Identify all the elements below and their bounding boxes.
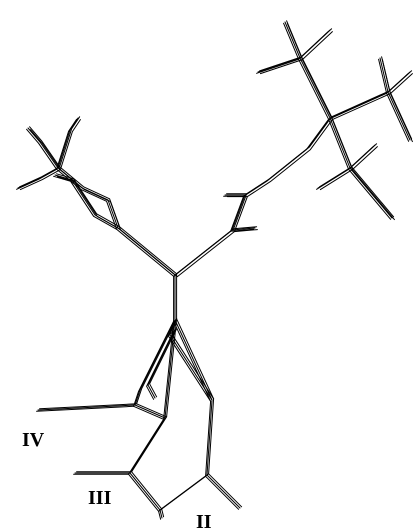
bond-line — [161, 508, 165, 518]
bond-line — [131, 403, 243, 510]
bond-line — [316, 168, 350, 190]
bond-line — [57, 117, 79, 169]
ring-labels: IV III II — [22, 429, 212, 532]
bond-line — [17, 167, 176, 276]
bond-line — [174, 319, 213, 476]
bond-line — [301, 31, 333, 61]
bond-line — [37, 404, 136, 411]
bond-line — [36, 405, 135, 412]
bond-line — [176, 70, 413, 275]
bond-line — [389, 93, 413, 143]
label-ii: II — [196, 511, 212, 532]
bond-line — [56, 176, 121, 231]
bond-line — [149, 328, 178, 398]
bond-line — [298, 30, 330, 60]
bond-line — [166, 318, 178, 418]
bond-line — [386, 92, 410, 142]
bond-line — [168, 320, 212, 402]
bond-line — [29, 126, 61, 168]
bond-line — [147, 329, 176, 399]
bond-line — [134, 319, 176, 406]
bond-line — [331, 116, 395, 218]
bond-line — [233, 229, 258, 233]
bond-line — [19, 166, 178, 275]
bond-line — [259, 56, 303, 72]
bond-line — [53, 175, 118, 230]
bond-line — [319, 166, 353, 188]
bond-line — [158, 510, 162, 520]
label-iv: IV — [22, 429, 45, 451]
bond-line — [56, 118, 78, 170]
bond-line — [176, 73, 413, 278]
bond-line — [331, 119, 395, 221]
bond-line — [29, 129, 61, 171]
bond-line — [173, 320, 212, 477]
bond-line — [171, 318, 215, 400]
bond-line — [16, 168, 175, 277]
bond-line — [27, 127, 59, 169]
bond-line — [259, 59, 303, 75]
bond-line — [379, 57, 389, 93]
bond-line — [159, 509, 163, 519]
bond-line — [329, 117, 393, 219]
bond-line — [133, 320, 175, 407]
bond-line — [59, 119, 81, 171]
bond-line — [387, 91, 411, 141]
bond-line — [169, 319, 213, 401]
bond-line — [59, 116, 81, 168]
label-iii: III — [88, 487, 112, 509]
bond-line — [319, 169, 353, 191]
bond-line — [231, 227, 256, 231]
bond-lines — [16, 20, 413, 520]
bond-line — [256, 58, 300, 74]
bond-line — [257, 57, 301, 73]
bond-line — [26, 128, 58, 170]
bond-line — [230, 228, 255, 232]
bond-line — [56, 173, 121, 228]
bond-line — [233, 226, 258, 230]
bond-line — [378, 58, 388, 94]
bond-line — [129, 404, 241, 511]
bond-line — [128, 405, 240, 512]
bond-line — [173, 72, 410, 277]
bond-line — [351, 146, 378, 171]
bond-line — [174, 71, 411, 276]
bond-line — [381, 59, 391, 95]
bond-line — [146, 330, 175, 400]
bond-line — [348, 145, 375, 170]
bond-line — [136, 318, 178, 405]
bond-line — [39, 403, 138, 410]
